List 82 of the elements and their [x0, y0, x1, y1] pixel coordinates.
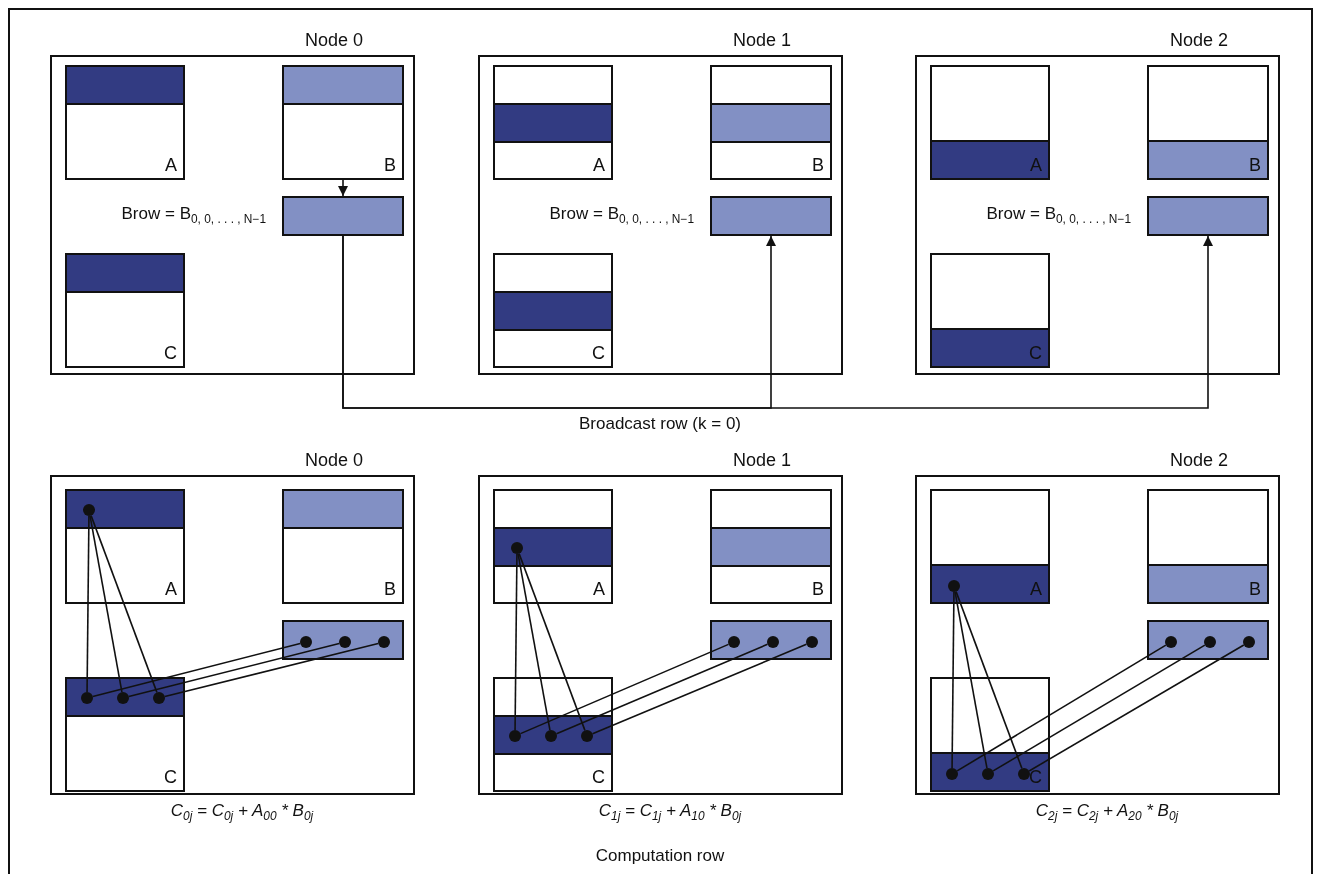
- matrix-box: [710, 65, 832, 180]
- matrix-label: B: [1249, 156, 1261, 174]
- dot: [339, 636, 351, 648]
- node-heading: Node 2: [1169, 451, 1228, 469]
- connector-line: [955, 590, 1023, 770]
- matrix-label: A: [1030, 580, 1042, 598]
- matrix-box: [65, 677, 185, 792]
- formula: C$_{0j}$ = C$_{0j}$ + A$_{00}$ * B$_{0j}$: [169, 801, 315, 824]
- connector-line: [956, 644, 1167, 772]
- matrix-box: [1147, 489, 1269, 604]
- dot: [1243, 636, 1255, 648]
- row-buffer-box: [282, 620, 404, 660]
- connector-line: [128, 642, 340, 698]
- broadcast-label: Broadcast row (k = 0): [578, 414, 742, 435]
- connector-line: [992, 644, 1206, 772]
- connector-line: [951, 591, 955, 769]
- node-heading: Node 1: [732, 451, 791, 469]
- matrix-label: C: [1029, 768, 1042, 786]
- matrix-box: [493, 677, 613, 792]
- matrix-box: [282, 65, 404, 180]
- connector-line: [591, 643, 808, 735]
- matrix-label: C: [164, 768, 177, 786]
- matrix-box: [930, 677, 1050, 792]
- matrix-label: C: [592, 344, 605, 362]
- matrix-label: C: [1029, 344, 1042, 362]
- matrix-label: C: [592, 768, 605, 786]
- matrix-box: [282, 489, 404, 604]
- connector-line: [555, 643, 769, 735]
- dot: [1204, 636, 1216, 648]
- matrix-box: [65, 489, 185, 604]
- connector-line: [1028, 644, 1245, 772]
- matrix-label: B: [384, 580, 396, 598]
- matrix-label: B: [812, 156, 824, 174]
- computation-label: Computation row: [594, 846, 726, 867]
- connector-line: [89, 515, 123, 693]
- dot: [806, 636, 818, 648]
- connector-line: [954, 591, 988, 769]
- matrix-label: C: [164, 344, 177, 362]
- connector-line: [92, 642, 301, 698]
- matrix-label: B: [384, 156, 396, 174]
- matrix-box: [930, 489, 1050, 604]
- formula: C$_{1j}$ = C$_{1j}$ + A$_{10}$ * B$_{0j}$: [597, 801, 743, 824]
- arrow: [338, 179, 348, 197]
- matrix-label: A: [593, 580, 605, 598]
- brow-label: Brow = B$_{0, 0, . . . , N−1}$: [986, 204, 1131, 227]
- connector-line: [90, 514, 158, 694]
- node-heading: Node 2: [1169, 31, 1228, 49]
- matrix-label: B: [1249, 580, 1261, 598]
- formula: C$_{2j}$ = C$_{2j}$ + A$_{20}$ * B$_{0j}$: [1034, 801, 1180, 824]
- node-heading: Node 0: [304, 451, 363, 469]
- dot: [300, 636, 312, 648]
- matrix-box: [930, 253, 1050, 368]
- row-buffer-box: [710, 620, 832, 660]
- matrix-box: [493, 65, 613, 180]
- matrix-label: A: [1030, 156, 1042, 174]
- matrix-label: B: [812, 580, 824, 598]
- row-buffer-box: [1147, 620, 1269, 660]
- matrix-label: A: [593, 156, 605, 174]
- matrix-box: [493, 489, 613, 604]
- matrix-box: [1147, 65, 1269, 180]
- matrix-box: [930, 65, 1050, 180]
- matrix-box: [65, 65, 185, 180]
- connector-line: [86, 515, 90, 693]
- node-heading: Node 0: [304, 31, 363, 49]
- brow-label: Brow = B$_{0, 0, . . . , N−1}$: [121, 204, 266, 227]
- node-heading: Node 1: [732, 31, 791, 49]
- brow-label: Brow = B$_{0, 0, . . . , N−1}$: [549, 204, 694, 227]
- matrix-label: A: [165, 156, 177, 174]
- arrow: [342, 235, 1213, 409]
- connector-line: [517, 553, 551, 731]
- connector-line: [519, 643, 730, 735]
- dot: [728, 636, 740, 648]
- connector-line: [164, 642, 379, 698]
- matrix-box: [493, 253, 613, 368]
- matrix-box: [65, 253, 185, 368]
- dot: [1165, 636, 1177, 648]
- connector-line: [518, 552, 586, 732]
- connector-line: [514, 553, 518, 731]
- matrix-label: A: [165, 580, 177, 598]
- dot: [378, 636, 390, 648]
- matrix-box: [710, 489, 832, 604]
- dot: [767, 636, 779, 648]
